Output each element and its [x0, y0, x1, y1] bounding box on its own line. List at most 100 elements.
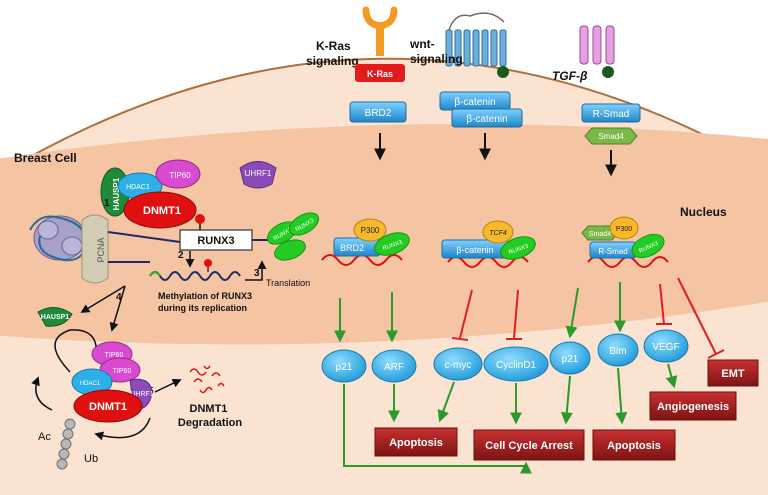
cx-uhrf1-label: UHRF1	[130, 391, 153, 398]
degradation-label: DNMT1 Degradation	[178, 403, 242, 429]
ub-label: Ub	[84, 453, 98, 465]
step-2-number: 2	[178, 250, 184, 261]
target-p21-b-label: p21	[562, 354, 579, 365]
target-vegf	[643, 329, 689, 363]
inhibition-lines	[451, 277, 725, 359]
outcome-apoptosis-2-label: Apoptosis	[607, 440, 661, 452]
runx3-translated-2	[288, 212, 320, 236]
c3-p300	[609, 216, 639, 240]
methylated-dna-green	[149, 271, 161, 277]
c3-p300-label: P300	[616, 226, 632, 233]
uhrf1-free-label: UHRF1	[245, 169, 272, 178]
outcome-angiogenesis	[649, 391, 737, 421]
cycle-arrow-top	[54, 329, 102, 373]
wnt-signaling-label: wnt- signaling	[409, 37, 463, 66]
nucleus-label: Nucleus	[680, 205, 727, 219]
step-5-arrow	[154, 379, 182, 393]
target-p21-b	[549, 341, 591, 375]
kras-box	[355, 64, 405, 82]
outcome-apoptosis-1-label: Apoptosis	[389, 437, 443, 449]
c2-tcf4-label: TCF4	[489, 230, 507, 237]
dnmt1-label: DNMT1	[143, 205, 181, 217]
target-arf	[371, 349, 417, 383]
pcna-label: PCNA	[96, 237, 106, 262]
ac-label: Ac	[38, 431, 51, 443]
methyl-pin-2-head	[204, 259, 212, 267]
outcome-apoptosis-1	[374, 427, 458, 457]
pcna-clamp	[81, 214, 109, 284]
uhrf1-free	[239, 161, 277, 189]
c1-p300	[353, 218, 387, 242]
step-3-number: 3	[254, 268, 260, 279]
bcatenin-box-1-label: β-catenin	[454, 97, 495, 108]
brd2-box-label: BRD2	[365, 108, 392, 119]
translation-label: Translation	[266, 278, 310, 288]
target-cmyc-label: c-myc	[445, 360, 472, 371]
target-cyclind1-label: CyclinD1	[496, 360, 536, 371]
hausp1-free-label: HAUSP1	[41, 314, 70, 321]
c3-runx3	[631, 233, 665, 259]
tip60-protein	[155, 159, 201, 189]
kras-box-label: K-Ras	[367, 69, 393, 79]
c1-p300-label: P300	[361, 226, 380, 235]
outcome-angiogenesis-label: Angiogenesis	[657, 401, 729, 413]
degraded-dnmt1-fragments	[189, 365, 225, 394]
tgf-label: TGF-β	[552, 69, 588, 83]
tip60-label: TIP60	[169, 171, 191, 180]
cx-hdac1-label: HDAC1	[80, 381, 101, 387]
smad4-hex-label: Smad4	[598, 132, 624, 141]
target-arf-label: ARF	[384, 362, 404, 373]
step-3-arrow	[245, 260, 267, 281]
outcome-arrows	[343, 363, 678, 474]
target-bim-label: Bim	[609, 346, 626, 357]
ac-arrow	[31, 376, 53, 411]
kras-signaling-label: K-Ras signaling	[306, 39, 359, 68]
hausp1-label: HAUSP1	[112, 177, 121, 210]
smad4-hex	[584, 127, 638, 145]
cx-tip60-b-label: TIP60	[113, 368, 132, 375]
c2-runx3	[500, 236, 536, 260]
ub-arrow	[94, 417, 151, 441]
complex-bcatenin: β-catenin TCF4 RUNX3	[441, 220, 536, 268]
c3-rsmad-label: R-Smad	[598, 247, 627, 256]
dna-line-top	[107, 231, 181, 243]
complex-brd2: BRD2 P300 RUNX3	[321, 218, 410, 266]
c2-tcf4	[482, 220, 514, 244]
target-p21-a	[321, 349, 367, 383]
activation-arrows	[334, 282, 626, 343]
methylated-dna	[149, 271, 241, 281]
c3-smad4-label: Smad4	[589, 231, 611, 238]
outcome-emt-label: EMT	[721, 368, 745, 380]
complex-smad: Smad4 P300 R-Smad RUNX3	[581, 216, 669, 268]
hdac1-label: HDAC1	[126, 184, 150, 191]
bcatenin-box-2-label: β-catenin	[466, 114, 507, 125]
ubiquitin-chain	[56, 418, 76, 470]
rsmad-box-label: R-Smad	[593, 109, 630, 120]
step-1-number: 1	[104, 198, 110, 209]
methyl-pin-head	[195, 214, 205, 224]
methylation-label: Methylation of RUNX3 during its replicat…	[158, 291, 255, 313]
cx-dnmt1	[73, 389, 143, 423]
step-4-number: 4	[116, 292, 122, 303]
runx3-gene-label: RUNX3	[197, 235, 234, 247]
step-4-arrow-left	[80, 285, 126, 313]
target-cmyc	[433, 347, 483, 381]
wnt-receptor	[445, 12, 509, 78]
outcome-cell-cycle-arrest	[473, 429, 585, 461]
dnmt1-protein	[123, 191, 197, 229]
bcatenin-box-2	[451, 108, 523, 128]
c1-runx3	[374, 232, 410, 256]
nucleosome	[29, 215, 88, 262]
brd2-box	[349, 101, 407, 123]
tgf-receptor	[579, 25, 615, 78]
cx-tip60-a-label: TIP60	[105, 352, 124, 359]
c1-brd2-label: BRD2	[340, 243, 364, 253]
target-vegf-label: VEGF	[652, 342, 679, 353]
outcome-cell-cycle-arrest-label: Cell Cycle Arrest	[485, 440, 573, 452]
target-cyclind1	[483, 346, 549, 382]
target-bim	[597, 333, 639, 367]
target-genes: p21 ARF c-myc CyclinD1 p21 Bim VEGF	[321, 329, 689, 383]
cx-dnmt1-label: DNMT1	[89, 401, 127, 413]
runx3-translated-3	[274, 239, 306, 261]
